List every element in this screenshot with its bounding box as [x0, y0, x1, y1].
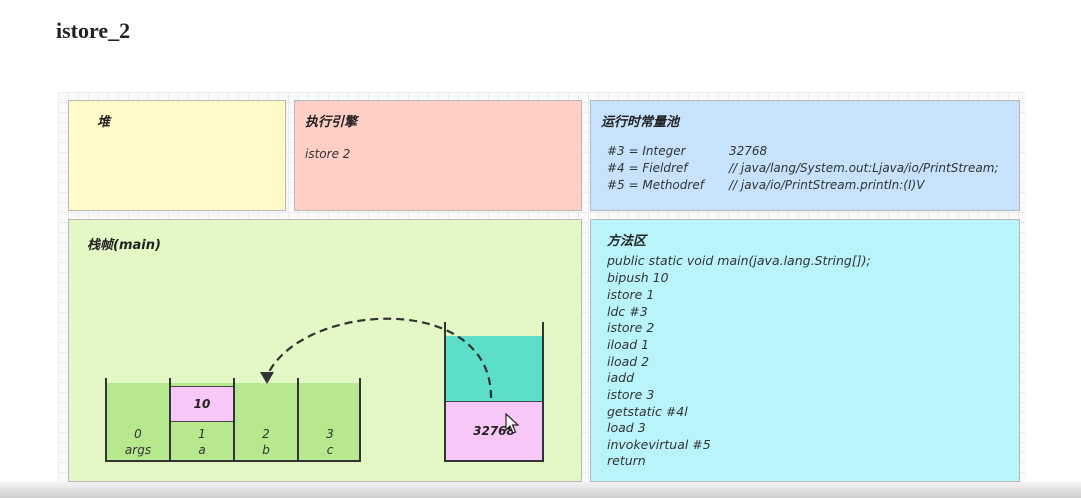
- local-slot-2: [234, 383, 298, 461]
- method-area-panel: 方法区 public static void main(java.lang.St…: [590, 219, 1020, 482]
- engine-title: 执行引擎: [305, 115, 358, 130]
- pool-ref: #5 = Methodref: [607, 178, 704, 192]
- code-line: load 3: [607, 420, 646, 435]
- table-divider: [297, 378, 299, 462]
- current-instruction: istore 2: [305, 147, 351, 161]
- operand-stack-wall: [542, 322, 544, 462]
- code-line: invokevirtual #5: [607, 437, 711, 452]
- code-line: istore 1: [607, 287, 655, 302]
- slot-name: b: [262, 443, 270, 457]
- method-title: 方法区: [607, 234, 647, 249]
- heap-panel: 堆: [68, 100, 286, 211]
- code-line: iadd: [607, 370, 635, 385]
- slot-index: 2: [262, 427, 270, 441]
- table-bottom: [105, 460, 361, 462]
- execution-engine-panel: 执行引擎 istore 2: [294, 100, 582, 211]
- code-line: public static void main(java.lang.String…: [607, 253, 871, 268]
- code-line: bipush 10: [607, 270, 669, 285]
- local-slot-0: [106, 383, 170, 461]
- slot-index: 3: [326, 427, 334, 441]
- heap-title: 堆: [97, 115, 111, 130]
- operand-stack-space: [446, 336, 542, 402]
- pool-ref: #4 = Fieldref: [607, 161, 688, 175]
- slot-name: args: [124, 443, 152, 457]
- frame-title: 栈帧(main): [87, 238, 161, 253]
- pool-title: 运行时常量池: [601, 115, 680, 130]
- constant-pool-panel: 运行时常量池 #3 = Integer 32768 #4 = Fieldref …: [590, 100, 1020, 211]
- page-title: istore_2: [56, 18, 131, 43]
- code-line: return: [607, 453, 646, 468]
- local-value-a: 10: [170, 386, 234, 422]
- code-line: istore 3: [607, 387, 655, 402]
- table-divider: [169, 378, 171, 462]
- pool-value: // java/lang/System.out:Ljava/io/PrintSt…: [729, 161, 999, 175]
- code-line: ldc #3: [607, 304, 648, 319]
- slot-name: c: [326, 443, 334, 457]
- pool-value: 32768: [729, 144, 768, 158]
- video-bottom-shade: [0, 482, 1081, 498]
- pool-value: // java/io/PrintStream.println:(I)V: [729, 178, 925, 192]
- code-line: iload 1: [607, 337, 650, 352]
- slot-index: 1: [198, 427, 206, 441]
- mouse-cursor-icon: [505, 413, 519, 434]
- pool-ref: #3 = Integer: [607, 144, 686, 158]
- table-divider: [233, 378, 235, 462]
- slot-index: 0: [134, 427, 142, 441]
- local-slot-3: [298, 383, 360, 461]
- code-line: getstatic #4l: [607, 404, 688, 419]
- operand-stack-wall: [444, 322, 446, 462]
- slot-name: a: [198, 443, 206, 457]
- code-line: iload 2: [607, 354, 650, 369]
- operand-stack-bottom: [444, 460, 544, 462]
- operand-stack-value: 32768: [446, 401, 542, 461]
- table-border: [105, 378, 107, 462]
- table-border: [359, 378, 361, 462]
- code-line: istore 2: [607, 320, 655, 335]
